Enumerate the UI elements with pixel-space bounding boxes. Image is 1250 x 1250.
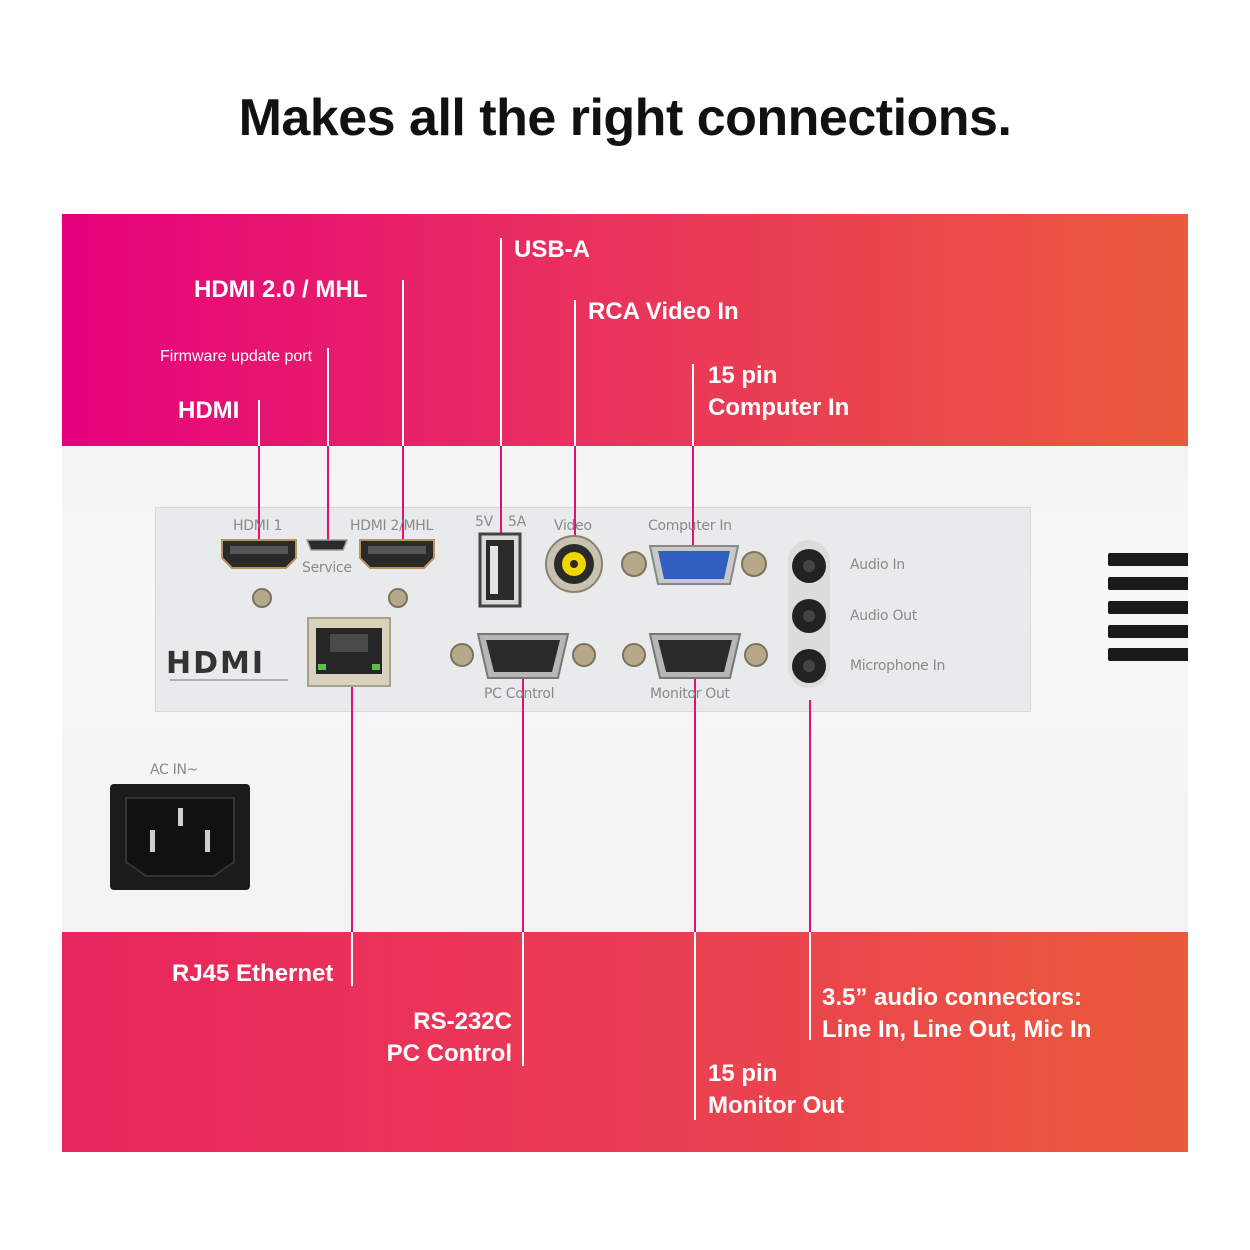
panel-label-monitor-out: Monitor Out: [650, 686, 730, 702]
panel-label-5v: 5V: [475, 514, 493, 530]
hdmi-port-icon: [359, 539, 435, 569]
audio-jack-icon: [792, 649, 826, 683]
callout-computer-in-line1: 15 pin: [708, 362, 778, 389]
callout-hdmi-mhl: HDMI 2.0 / MHL: [194, 276, 368, 303]
ethernet-port-icon: [307, 617, 391, 687]
panel-label-ac-in: AC IN~: [150, 762, 199, 778]
top-callout-band: [62, 214, 1188, 446]
leader-computer-in: [692, 364, 694, 446]
audio-jack-icon: [792, 599, 826, 633]
panel-label-audio-in: Audio In: [850, 557, 905, 573]
vga-port-icon: [622, 633, 768, 679]
callout-firmware: Firmware update port: [160, 348, 313, 365]
micro-usb-port-icon: [305, 539, 349, 551]
panel-label-service: Service: [302, 560, 352, 576]
callout-rs232-line2: PC Control: [386, 1040, 512, 1067]
panel-label-5a: 5A: [508, 514, 526, 530]
headline: Makes all the right connections.: [238, 89, 1012, 147]
panel-label-pc-control: PC Control: [484, 686, 555, 702]
vent-grille: [1108, 553, 1188, 661]
panel-label-video: Video: [554, 518, 592, 534]
leader-rca-video: [574, 300, 576, 446]
callout-hdmi: HDMI: [178, 397, 240, 424]
callout-monitor-out-line2: Monitor Out: [708, 1092, 844, 1119]
usb-a-port-icon: [478, 532, 522, 608]
callout-rs232-line1: RS-232C: [413, 1008, 512, 1035]
ac-inlet-icon: [110, 784, 250, 890]
callout-audio-line1: 3.5” audio connectors:: [822, 984, 1083, 1011]
callout-monitor-out-line1: 15 pin: [708, 1060, 778, 1087]
panel-label-audio-out: Audio Out: [850, 608, 917, 624]
leader-firmware: [327, 348, 329, 446]
panel-label-microphone-in: Microphone In: [850, 658, 946, 674]
leader-monitor-out: [694, 660, 696, 932]
leader-hdmi: [258, 400, 260, 446]
callout-rj45: RJ45 Ethernet: [172, 960, 334, 987]
hdmi-port-icon: [221, 539, 297, 569]
leader-audio: [809, 700, 811, 932]
leader-rj45: [351, 676, 353, 932]
leader-usb-a: [500, 238, 502, 446]
bottom-callout-band: [62, 932, 1188, 1152]
callout-usb-a: USB-A: [514, 236, 590, 263]
db9-port-icon: [450, 633, 596, 679]
vga-port-icon: [621, 545, 767, 585]
callout-rca-video: RCA Video In: [588, 298, 739, 325]
leader-hdmi-mhl: [402, 280, 404, 446]
audio-jack-icon: [792, 549, 826, 583]
panel-label-computer-in: Computer In: [648, 518, 732, 534]
leader-rs232: [522, 660, 524, 932]
io-panel: [155, 507, 1031, 712]
panel-label-hdmi2: HDMI 2/MHL: [350, 518, 433, 534]
panel-label-hdmi1: HDMI 1: [233, 518, 283, 534]
rca-jack-icon: [545, 535, 603, 593]
hdmi-logo-icon: HDMI: [166, 646, 266, 681]
callout-computer-in-line2: Computer In: [708, 394, 850, 421]
callout-audio-line2: Line In, Line Out, Mic In: [822, 1016, 1092, 1043]
